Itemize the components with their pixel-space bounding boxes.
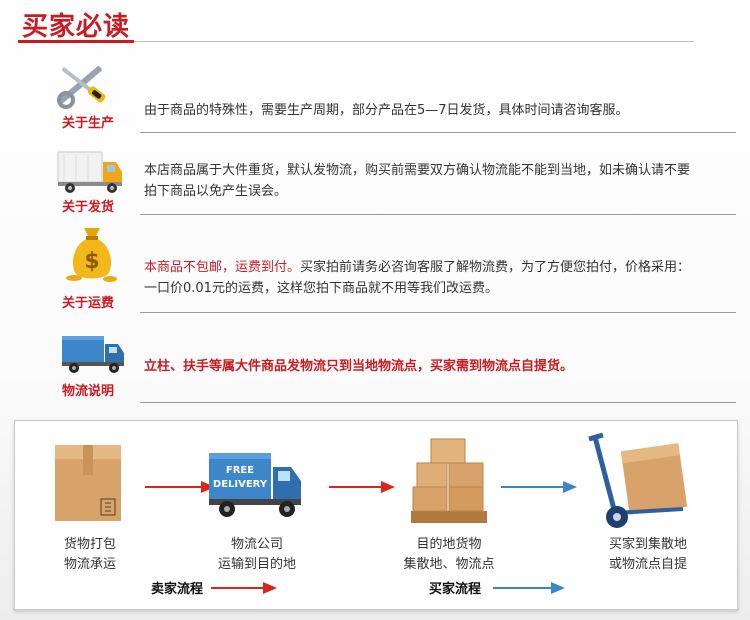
money-bag-icon: $ [64, 222, 144, 282]
step-destination: 目的地货物 集散地、物流点 [393, 535, 505, 575]
freight-text: 买家拍前请务必咨询客服了解物流费，为了方便您拍付，价格采用：一口价0.01元的运… [144, 260, 691, 296]
step-line2: 或物流点自提 [608, 557, 687, 572]
logistics-highlight: 立柱、扶手等属大件商品发物流只到当地物流点，买家需到物流点自提货。 [144, 359, 574, 374]
blue-truck-icon [60, 332, 140, 384]
page-title: 买家必读 [22, 12, 131, 42]
freight-highlight: 本商品不包邮，运费到付。 [144, 260, 301, 275]
wrench-screwdriver-icon [54, 60, 134, 112]
notice-text: 本商品不包邮，运费到付。买家拍前请务必咨询客服了解物流费，为了方便您拍付，价格采… [144, 257, 700, 299]
red-arrow-icon [145, 481, 215, 493]
step-pickup: 买家到集散地 或物流点自提 [593, 535, 703, 575]
step-transport: 物流公司 运输到目的地 [207, 535, 307, 575]
svg-text:$: $ [84, 249, 99, 274]
hand-truck-icon [587, 431, 697, 535]
step-line1: 物流公司 [230, 537, 283, 552]
row-divider [140, 402, 736, 403]
buyer-flow-label: 买家流程 [429, 582, 482, 597]
delivery-truck-icon: FREE DELIVERY [207, 449, 307, 525]
process-panel: 货物打包 物流承运 FREE DELIVERY 物流公司 运输到目 [14, 420, 738, 610]
notice-production: 关于生产 由于商品的特殊性，需要生产周期，部分产品在5—7日发货，具体时间请咨询… [40, 60, 736, 138]
step-line2: 运输到目的地 [217, 557, 296, 572]
notice-label: 关于运费 [62, 296, 115, 311]
blue-arrow-icon [493, 582, 565, 594]
truck-icon [56, 148, 136, 200]
truck-text-delivery: DELIVERY [213, 479, 268, 490]
step-line2: 集散地、物流点 [403, 557, 495, 572]
step-line1: 目的地货物 [416, 537, 482, 552]
step-line2: 物流承运 [63, 557, 116, 572]
notice-shipping: 关于发货 本店商品属于大件重货，默认发物流，购买前需要双方确认物流能不能到当地，… [40, 148, 736, 224]
step-pack: 货物打包 物流承运 [43, 535, 137, 575]
red-arrow-icon [329, 481, 395, 493]
notice-text: 由于商品的特殊性，需要生产周期，部分产品在5—7日发货，具体时间请咨询客服。 [144, 103, 629, 118]
notice-freight: $ 关于运费 本商品不包邮，运费到付。买家拍前请务必咨询客服了解物流费，为了方便… [40, 222, 736, 314]
title-underline [18, 40, 134, 43]
package-box-icon [53, 441, 123, 529]
seller-flow-label: 卖家流程 [151, 582, 204, 597]
step-line1: 货物打包 [63, 537, 116, 552]
notice-label: 关于发货 [62, 200, 115, 215]
notice-logistics: 物流说明 立柱、扶手等属大件商品发物流只到当地物流点，买家需到物流点自提货。 [40, 330, 736, 404]
header-divider [134, 41, 694, 42]
notice-text: 本店商品属于大件重货，默认发物流，购买前需要双方确认物流能不能到当地，如未确认请… [144, 163, 691, 199]
step-line1: 买家到集散地 [608, 537, 687, 552]
blue-arrow-icon [501, 481, 577, 493]
page-header: 买家必读 [0, 0, 750, 48]
row-divider [140, 132, 736, 133]
stacked-boxes-icon [407, 435, 491, 531]
truck-text-free: FREE [226, 465, 254, 476]
red-arrow-icon [211, 582, 277, 594]
row-divider [140, 214, 736, 215]
notice-label: 物流说明 [62, 384, 115, 399]
row-divider [140, 312, 736, 313]
notice-label: 关于生产 [62, 116, 115, 131]
